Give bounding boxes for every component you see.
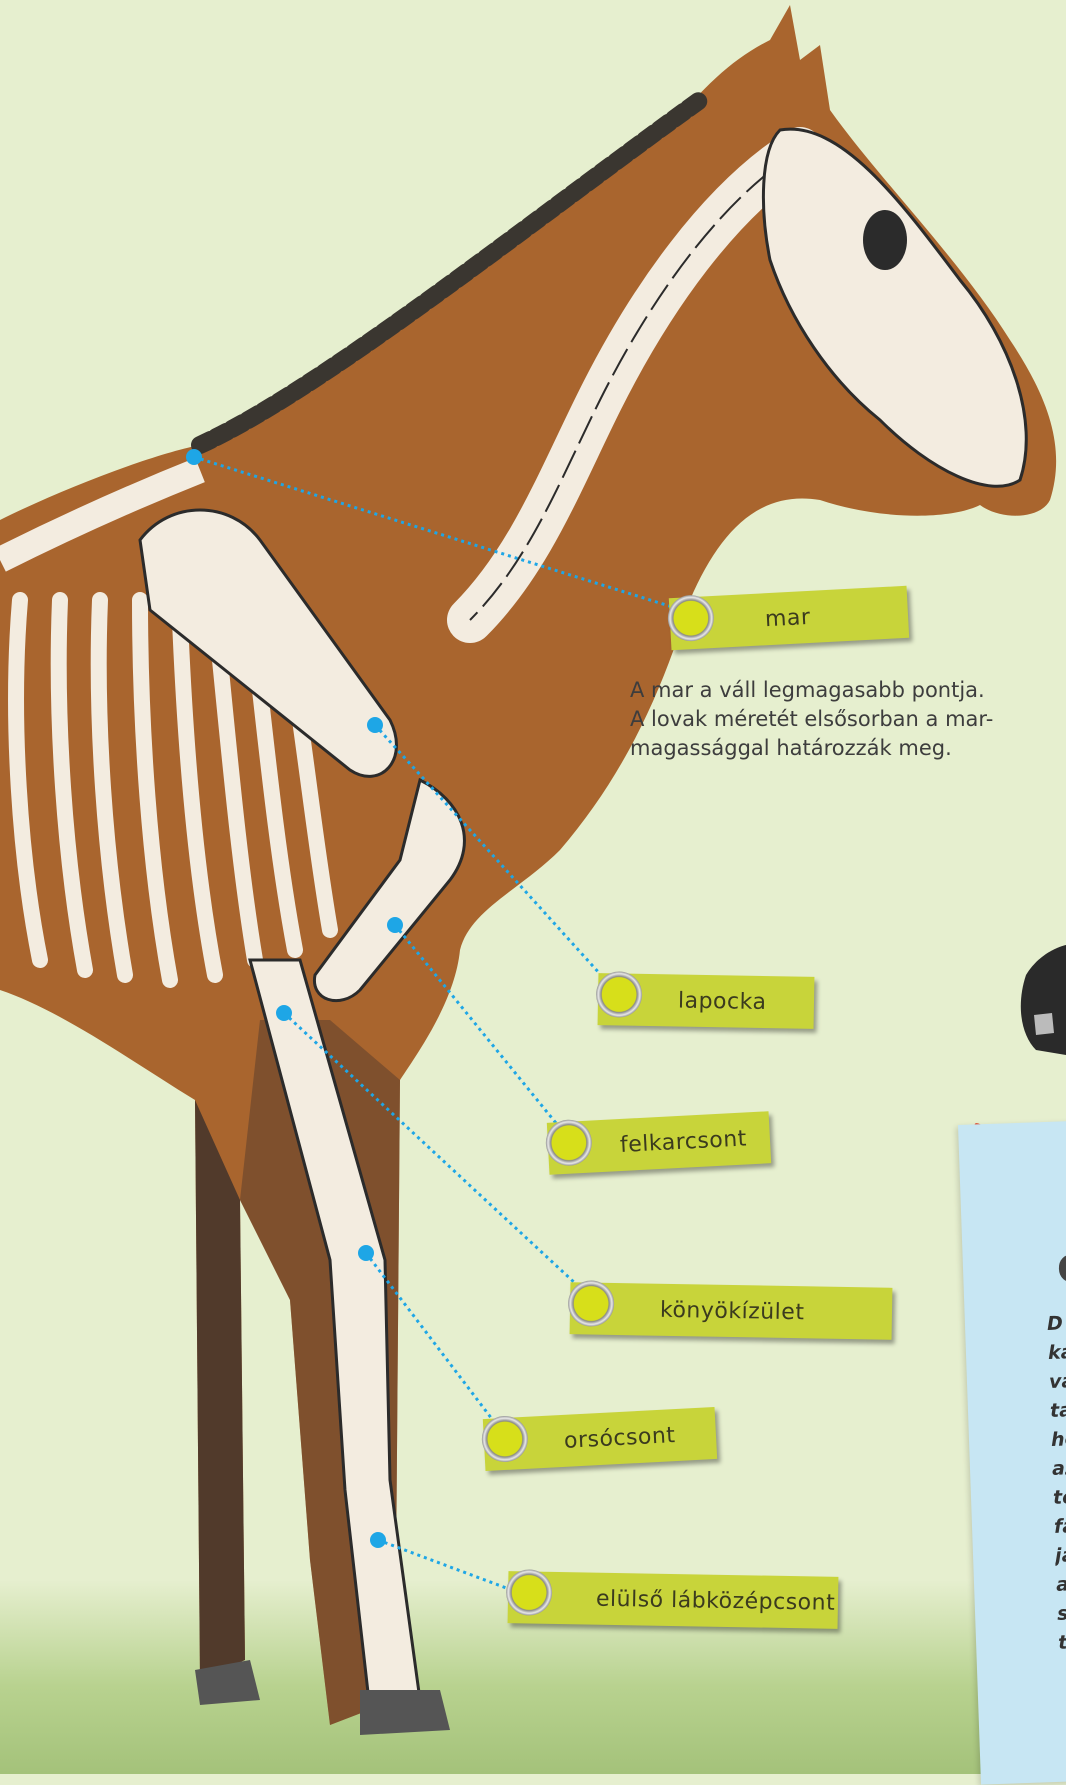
description-line: A lovak méretét elsősorban a mar-	[630, 705, 1050, 734]
side-note-line: D	[1047, 1308, 1066, 1339]
label-text: elülső lábközépcsont	[596, 1587, 836, 1616]
ring-icon	[596, 971, 643, 1018]
side-note-line: ta	[1050, 1395, 1066, 1426]
ring-icon	[568, 1280, 615, 1327]
side-note-line: ho	[1051, 1424, 1066, 1455]
dot-icon	[358, 1245, 374, 1261]
eye-socket	[863, 210, 907, 270]
label-konyokizulet: könyökízület	[570, 1282, 893, 1340]
dot-icon	[276, 1005, 292, 1021]
label-elulso-labkozepcsont: elülső lábközépcsont	[508, 1571, 839, 1629]
hoof	[360, 1690, 450, 1735]
side-note-line: faj	[1054, 1511, 1066, 1542]
ring-icon	[545, 1119, 593, 1167]
side-note-body: D ka va ta ho az ter faj ják aza szé tel…	[1047, 1308, 1066, 1658]
ring-icon	[506, 1569, 553, 1616]
side-note-heading: C	[1056, 1247, 1066, 1292]
label-text: lapocka	[678, 989, 767, 1016]
side-note-line: ka	[1048, 1337, 1066, 1368]
ring-icon	[481, 1415, 529, 1463]
label-text: orsócsont	[563, 1423, 676, 1454]
label-text: könyökízület	[660, 1298, 805, 1326]
label-text: felkarcsont	[619, 1126, 747, 1158]
dot-icon	[186, 449, 202, 465]
description-line: A mar a váll legmagasabb pontja.	[630, 676, 1050, 705]
side-note-line: ter	[1053, 1482, 1066, 1513]
dot-icon	[387, 917, 403, 933]
small-horse-head	[1016, 945, 1066, 1055]
dot-icon	[367, 717, 383, 733]
label-lapocka: lapocka	[598, 973, 815, 1029]
mar-description: A mar a váll legmagasabb pontja. A lovak…	[630, 676, 1050, 763]
side-note-line: az	[1052, 1453, 1066, 1484]
ring-icon	[667, 594, 715, 642]
side-note-line: szé	[1057, 1598, 1066, 1629]
dot-icon	[370, 1532, 386, 1548]
side-note-line: aza	[1056, 1569, 1066, 1600]
side-note-line: telj	[1058, 1627, 1066, 1658]
label-text: mar	[764, 605, 811, 632]
description-line: magassággal határozzák meg.	[630, 734, 1050, 763]
side-note-line: ják	[1055, 1540, 1066, 1571]
side-note-line: va	[1049, 1366, 1066, 1397]
